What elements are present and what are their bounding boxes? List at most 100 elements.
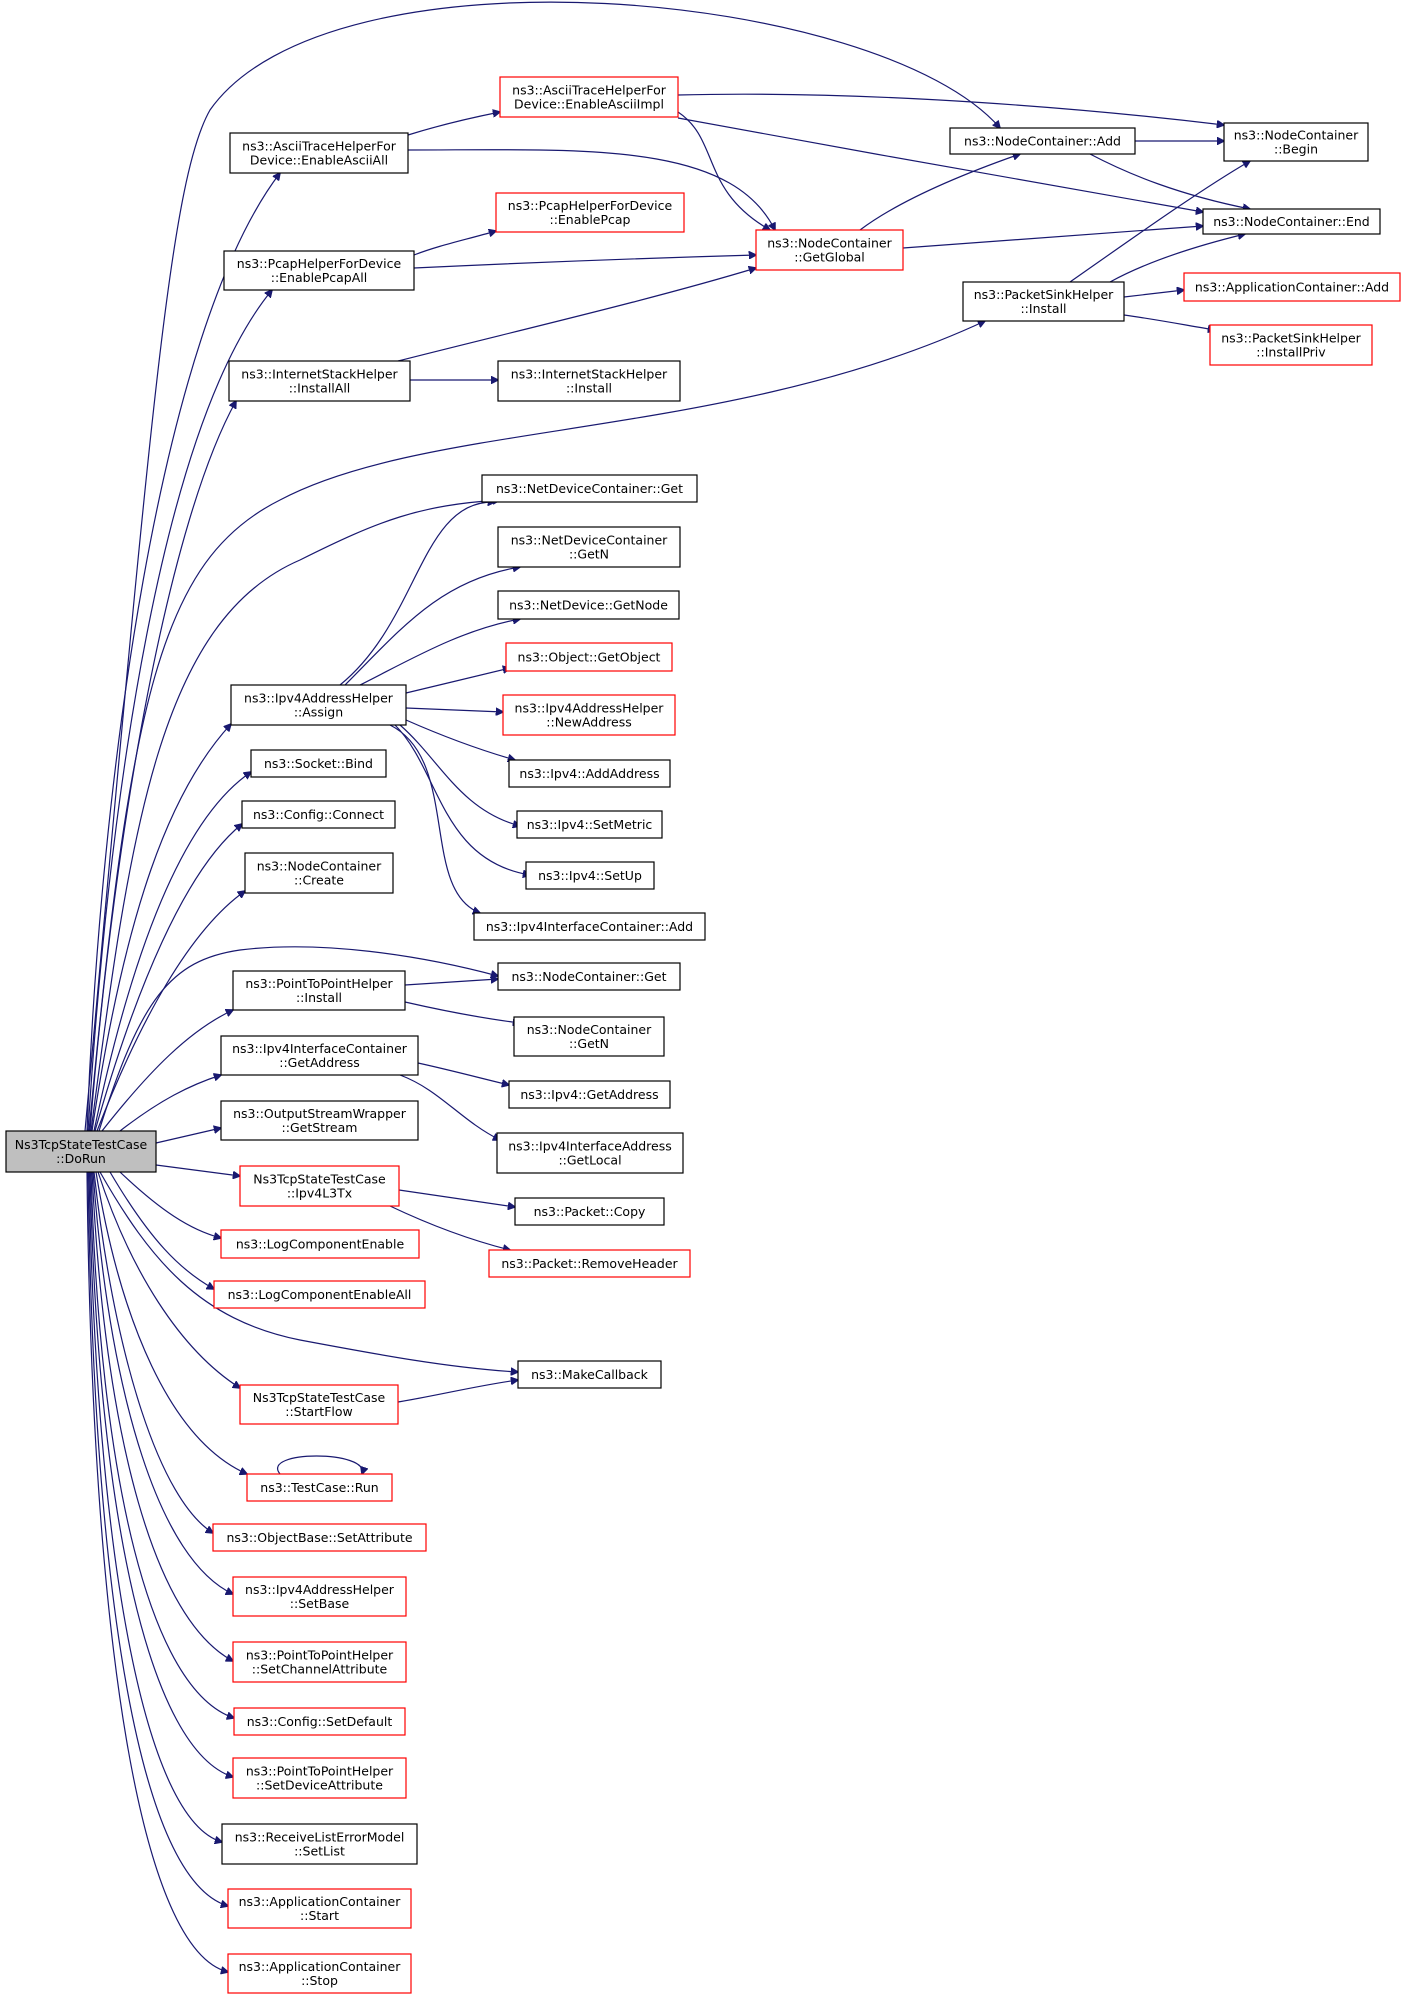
node-box: [495, 192, 685, 233]
function-node-root[interactable]: Ns3TcpStateTestCase::DoRun: [5, 1130, 157, 1173]
node-label-line: ns3::Config::SetDefault: [247, 1714, 393, 1729]
node-label-line: Ns3TcpStateTestCase: [15, 1137, 148, 1152]
function-node-ipv4-getaddr[interactable]: ns3::Ipv4::GetAddress: [508, 1080, 671, 1109]
call-edge-ascii_impl-to-nc_end: [677, 117, 1203, 212]
node-label-line: ns3::ApplicationContainer: [239, 1894, 402, 1909]
function-node-ipv4-addaddr[interactable]: ns3::Ipv4::AddAddress: [508, 759, 671, 788]
node-label-line: ::NewAddress: [546, 715, 631, 730]
function-node-ipv4ah-newaddr[interactable]: ns3::Ipv4AddressHelper::NewAddress: [502, 694, 676, 736]
node-box: [517, 1360, 662, 1389]
function-node-nc-begin[interactable]: ns3::NodeContainer::Begin: [1223, 122, 1369, 162]
node-box: [229, 132, 409, 174]
function-node-appc-stop[interactable]: ns3::ApplicationContainer::Stop: [227, 1953, 412, 1994]
node-label-line: ns3::MakeCallback: [531, 1367, 649, 1382]
call-edge-root-to-config_setdefault: [90, 1171, 234, 1718]
call-edge-root-to-nc_add: [84, 1, 1000, 1132]
node-box: [220, 1229, 420, 1259]
call-edge-ascii_impl-to-nc_global: [677, 111, 770, 230]
function-node-p2p-install[interactable]: ns3::PointToPointHelper::Install: [232, 970, 406, 1011]
function-node-objbase-setattr[interactable]: ns3::ObjectBase::SetAttribute: [212, 1523, 427, 1552]
function-node-config-setdefault[interactable]: ns3::Config::SetDefault: [233, 1707, 406, 1736]
function-node-ndc-getn[interactable]: ns3::NetDeviceContainer::GetN: [497, 526, 681, 568]
function-node-nc-add[interactable]: ns3::NodeContainer::Add: [949, 127, 1136, 155]
node-label-line: ns3::LogComponentEnableAll: [228, 1287, 412, 1302]
function-node-ipv4-setup[interactable]: ns3::Ipv4::SetUp: [525, 861, 655, 890]
node-box: [497, 360, 681, 402]
node-box: [227, 1888, 412, 1929]
function-node-pkt-copy[interactable]: ns3::Packet::Copy: [514, 1197, 665, 1226]
node-label-line: ns3::ObjectBase::SetAttribute: [226, 1530, 412, 1545]
call-edge-psink_install-to-nc_end: [1109, 234, 1245, 283]
call-edge-psink_install-to-nc_begin: [1069, 161, 1250, 283]
function-node-log-enable[interactable]: ns3::LogComponentEnable: [220, 1229, 420, 1259]
function-node-rlem-setlist[interactable]: ns3::ReceiveListErrorModel::SetList: [221, 1823, 418, 1865]
node-box: [497, 962, 681, 991]
node-label-line: ::SetList: [294, 1844, 345, 1859]
node-label-line: ns3::AsciiTraceHelperFor: [512, 83, 667, 98]
function-node-log-enableall[interactable]: ns3::LogComponentEnableAll: [213, 1280, 426, 1309]
node-box: [232, 1757, 407, 1799]
node-label-line: ::InstallPriv: [1256, 345, 1326, 360]
node-label-line: ::EnablePcapAll: [271, 270, 368, 285]
call-edge-root-to-socket_bind: [93, 772, 251, 1132]
node-label-line: ns3::NodeContainer: [257, 859, 382, 874]
node-label-line: ns3::NodeContainer: [527, 1022, 652, 1037]
function-node-appc-add[interactable]: ns3::ApplicationContainer::Add: [1183, 272, 1401, 302]
function-node-ipv4ah-assign[interactable]: ns3::Ipv4AddressHelper::Assign: [230, 684, 407, 726]
node-box: [755, 229, 904, 271]
function-node-make-callback[interactable]: ns3::MakeCallback: [517, 1360, 662, 1389]
node-label-line: ns3::NodeContainer::Get: [512, 969, 667, 984]
function-node-tcp-ipv4l3tx[interactable]: Ns3TcpStateTestCase::Ipv4L3Tx: [239, 1165, 400, 1207]
node-label-line: ns3::Ipv4AddressHelper: [515, 701, 665, 716]
function-node-nc-global[interactable]: ns3::NodeContainer::GetGlobal: [755, 229, 904, 271]
function-node-p2p-setchattr[interactable]: ns3::PointToPointHelper::SetChannelAttri…: [232, 1641, 407, 1683]
node-label-line: ns3::Ipv4::GetAddress: [520, 1087, 658, 1102]
call-edge-root-to-appc_start: [87, 1171, 228, 1906]
function-node-ndc-get[interactable]: ns3::NetDeviceContainer::Get: [481, 474, 698, 503]
function-node-testcase-run[interactable]: ns3::TestCase::Run: [246, 1473, 393, 1502]
call-edge-root-to-nc_get: [98, 946, 498, 1132]
call-edge-root-to-tcp_startflow: [97, 1171, 240, 1388]
function-node-ish-install[interactable]: ns3::InternetStackHelper::Install: [497, 360, 681, 402]
function-node-ascii-all[interactable]: ns3::AsciiTraceHelperForDevice::EnableAs…: [229, 132, 409, 174]
function-node-p2p-setdevattr[interactable]: ns3::PointToPointHelper::SetDeviceAttrib…: [232, 1757, 407, 1799]
function-node-ipv4ic-getaddr[interactable]: ns3::Ipv4InterfaceContainer::GetAddress: [220, 1035, 419, 1076]
function-node-ipv4-setmetric[interactable]: ns3::Ipv4::SetMetric: [516, 810, 663, 839]
function-node-socket-bind[interactable]: ns3::Socket::Bind: [250, 749, 387, 778]
node-label-line: ::Install: [296, 990, 342, 1005]
function-node-pcap-enable[interactable]: ns3::PcapHelperForDevice::EnablePcap: [495, 192, 685, 233]
function-node-appc-start[interactable]: ns3::ApplicationContainer::Start: [227, 1888, 412, 1929]
function-node-nc-create[interactable]: ns3::NodeContainer::Create: [244, 852, 394, 894]
function-node-ipv4ah-setbase[interactable]: ns3::Ipv4AddressHelper::SetBase: [232, 1576, 407, 1617]
function-node-nd-getnode[interactable]: ns3::NetDevice::GetNode: [497, 590, 680, 620]
node-box: [473, 912, 706, 941]
function-node-osw-getstream[interactable]: ns3::OutputStreamWrapper::GetStream: [220, 1100, 419, 1141]
call-edge-ipv4ah_assign-to-ipv4ah_newaddr: [405, 707, 503, 712]
function-node-ascii-impl[interactable]: ns3::AsciiTraceHelperForDevice::EnableAs…: [499, 76, 679, 118]
function-node-psink-install[interactable]: ns3::PacketSinkHelper::Install: [962, 281, 1125, 322]
call-edge-root-to-config_connect: [94, 824, 242, 1132]
node-box: [502, 694, 676, 736]
call-edge-ipv4ah_assign-to-obj_getobj: [405, 668, 510, 694]
function-node-nc-getn[interactable]: ns3::NodeContainer::GetN: [513, 1016, 665, 1057]
call-edge-tcp_startflow-to-make_callback: [397, 1380, 518, 1403]
function-node-pcap-all[interactable]: ns3::PcapHelperForDevice::EnablePcapAll: [223, 250, 415, 291]
function-node-ipv4ia-getlocal[interactable]: ns3::Ipv4InterfaceAddress::GetLocal: [496, 1132, 684, 1174]
function-node-ish-all[interactable]: ns3::InternetStackHelper::InstallAll: [228, 360, 411, 402]
function-node-pkt-removeheader[interactable]: ns3::Packet::RemoveHeader: [488, 1249, 691, 1278]
call-edge-pcap_all-to-nc_global: [413, 255, 756, 269]
function-node-nc-get[interactable]: ns3::NodeContainer::Get: [497, 962, 681, 991]
node-label-line: ns3::ApplicationContainer: [239, 1959, 402, 1974]
function-node-nc-end[interactable]: ns3::NodeContainer::End: [1202, 208, 1381, 235]
function-node-psink-priv[interactable]: ns3::PacketSinkHelper::InstallPriv: [1209, 324, 1373, 366]
node-label-line: ns3::OutputStreamWrapper: [233, 1106, 407, 1121]
function-node-obj-getobj[interactable]: ns3::Object::GetObject: [505, 642, 673, 672]
function-node-tcp-startflow[interactable]: Ns3TcpStateTestCase::StartFlow: [239, 1384, 399, 1425]
node-box: [212, 1523, 427, 1552]
node-label-line: ns3::Ipv4AddressHelper: [244, 691, 394, 706]
node-label-line: ::GetGlobal: [794, 250, 865, 265]
function-node-config-connect[interactable]: ns3::Config::Connect: [241, 800, 396, 829]
node-label-line: ns3::NodeContainer::End: [1213, 214, 1369, 229]
node-label-line: ns3::Ipv4InterfaceContainer::Add: [486, 919, 693, 934]
function-node-ipv4ic-add[interactable]: ns3::Ipv4InterfaceContainer::Add: [473, 912, 706, 941]
